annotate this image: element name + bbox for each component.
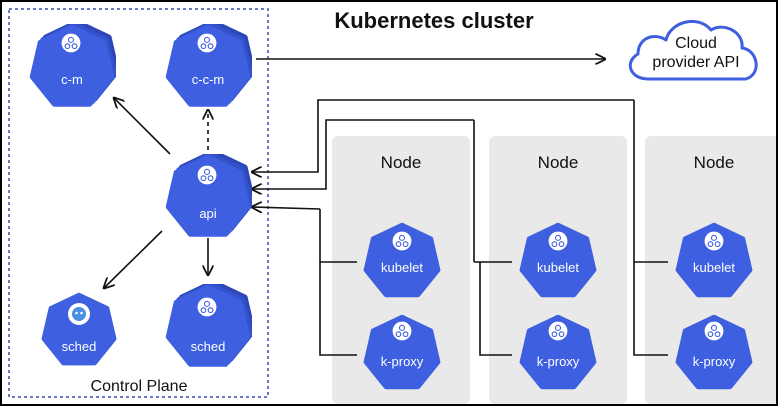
sched2-label: sched <box>191 339 226 354</box>
sched1-component <box>44 295 114 363</box>
cm-label: c-m <box>61 72 83 87</box>
cloud-icon <box>628 19 758 81</box>
node1-proxy <box>366 317 438 387</box>
api-label: api <box>199 206 216 221</box>
node2-proxy-label: k-proxy <box>537 354 580 369</box>
diagram-title: Kubernetes cluster <box>334 8 534 33</box>
loop-inner-arrow <box>252 119 474 189</box>
cloud-label-line1: Cloud <box>675 35 717 52</box>
node3-proxy-label: k-proxy <box>693 354 736 369</box>
ccm-label: c-c-m <box>192 72 225 87</box>
loop-outer-arrow <box>252 99 634 172</box>
node3-title: Node <box>694 153 735 172</box>
api-to-cm-arrow <box>114 98 171 155</box>
control-plane-frame <box>8 8 269 398</box>
node1-to-api-arrow <box>252 207 321 209</box>
node1-title: Node <box>381 153 422 172</box>
ccm-component <box>168 22 252 104</box>
cm-component <box>32 22 116 104</box>
cloud-label-line2: provider API <box>652 54 739 71</box>
node1-proxy-label: k-proxy <box>381 354 424 369</box>
api-to-sched1-arrow <box>104 230 163 288</box>
node1-kubelet-label: kubelet <box>381 260 423 275</box>
api-component <box>168 152 252 234</box>
node3-kubelet-label: kubelet <box>693 260 735 275</box>
control-plane-label: Control Plane <box>91 378 188 395</box>
node3-proxy <box>678 317 750 387</box>
node2-title: Node <box>538 153 579 172</box>
node2-proxy <box>522 317 594 387</box>
node2-kubelet-label: kubelet <box>537 260 579 275</box>
sched1-label: sched <box>62 339 97 354</box>
